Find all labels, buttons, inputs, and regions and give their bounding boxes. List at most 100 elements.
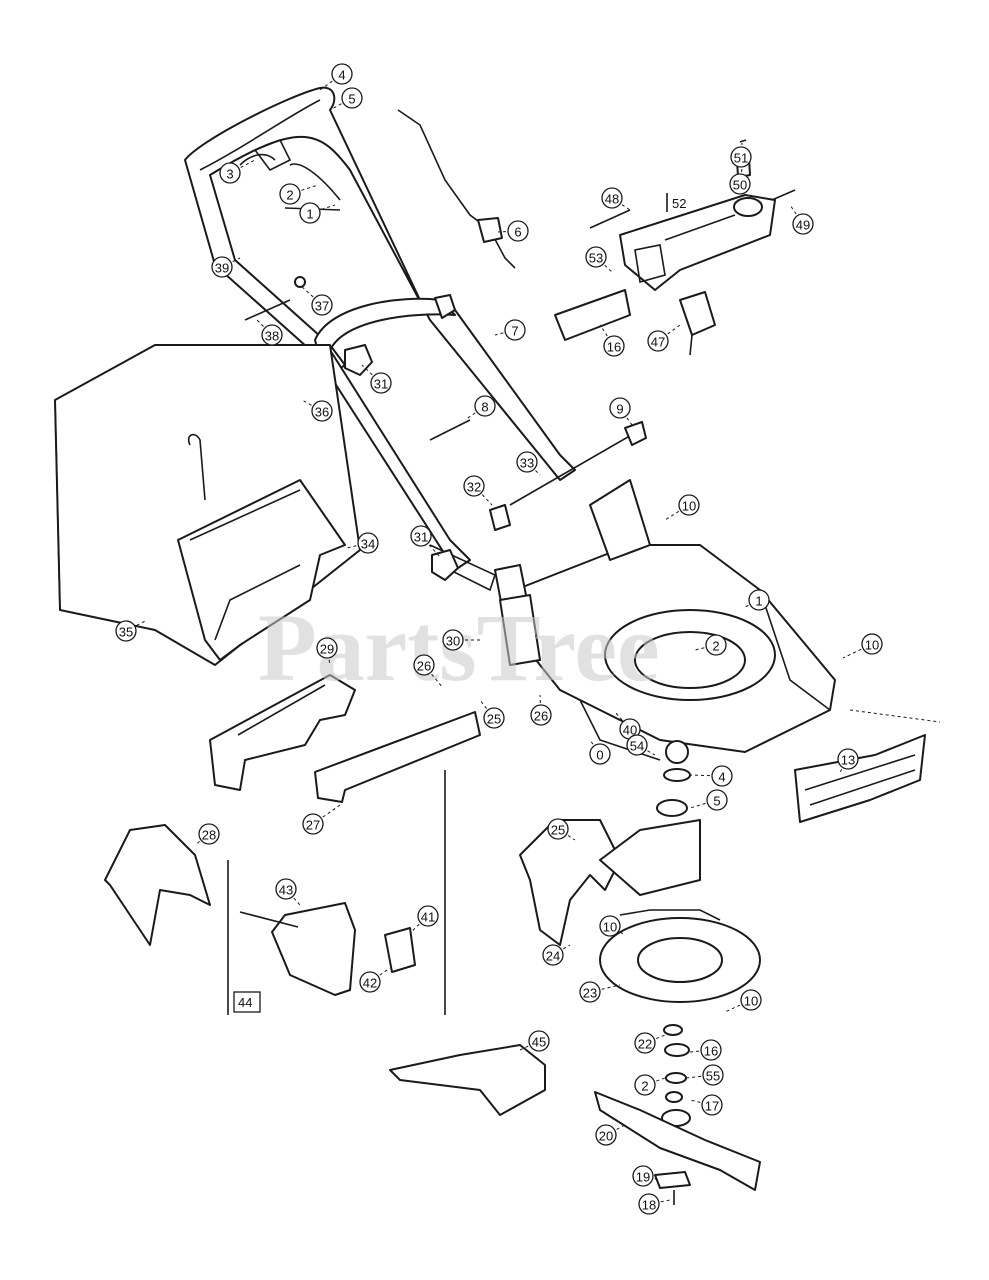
boxed-label: 44 bbox=[233, 991, 261, 1013]
callout-label: 54 bbox=[630, 739, 644, 754]
callout: 40 bbox=[614, 711, 641, 740]
callout: 10 bbox=[664, 494, 700, 521]
callout: 32 bbox=[463, 475, 493, 506]
callout-ring bbox=[632, 1165, 654, 1187]
callout: 30 bbox=[442, 629, 480, 651]
callout-label: 2 bbox=[286, 188, 293, 203]
callout-label: 38 bbox=[265, 329, 279, 344]
callout-ring bbox=[837, 748, 859, 770]
callout-label: 45 bbox=[532, 1035, 546, 1050]
callout-label: 1 bbox=[306, 207, 313, 222]
callout-label: 0 bbox=[596, 748, 603, 763]
callout-ring bbox=[279, 183, 301, 205]
callout-label: 34 bbox=[361, 537, 375, 552]
callout: 4 bbox=[689, 765, 733, 787]
callout-label: 53 bbox=[589, 251, 603, 266]
callout-ring bbox=[311, 400, 333, 422]
callout: 2 bbox=[279, 183, 319, 205]
callout-label: 10 bbox=[744, 994, 758, 1009]
callout-label: 9 bbox=[616, 402, 623, 417]
rear-flap bbox=[227, 770, 446, 1015]
callout-label: 4 bbox=[718, 770, 725, 785]
callout: 33 bbox=[516, 451, 541, 476]
callout-ring bbox=[474, 395, 496, 417]
callout: 43 bbox=[275, 878, 301, 906]
callout-ring bbox=[711, 765, 733, 787]
callout-leader bbox=[125, 619, 148, 632]
callout-leader bbox=[423, 664, 444, 689]
callout-ring bbox=[483, 707, 505, 729]
callout-label: 40 bbox=[623, 723, 637, 738]
callout: 36 bbox=[301, 399, 333, 422]
callout: 55 bbox=[685, 1064, 724, 1086]
callout-leader bbox=[329, 97, 353, 111]
callout: 8 bbox=[464, 395, 496, 421]
callout-label: 18 bbox=[642, 1198, 656, 1213]
callout-leader bbox=[614, 711, 631, 730]
callout: 2 bbox=[694, 634, 727, 656]
callout-ring bbox=[331, 63, 353, 85]
blade-hardware bbox=[661, 1024, 691, 1127]
callout-ring bbox=[634, 1032, 656, 1054]
callout-label: 2 bbox=[641, 1079, 648, 1094]
callout: 45 bbox=[519, 1030, 550, 1052]
boxed-label: 52 bbox=[666, 193, 686, 212]
callout: 19 bbox=[632, 1165, 661, 1187]
callout-ring bbox=[700, 1039, 722, 1061]
callout-ring bbox=[261, 324, 283, 346]
callout-label: 51 bbox=[734, 151, 748, 166]
callout-label: 43 bbox=[279, 883, 293, 898]
blade-adapter bbox=[654, 1171, 691, 1205]
callout-ring bbox=[507, 220, 529, 242]
callout-ring bbox=[729, 173, 751, 195]
rear-bracket bbox=[494, 564, 541, 666]
callout-label: 6 bbox=[514, 225, 521, 240]
callout-label: 37 bbox=[315, 299, 329, 314]
callout: 20 bbox=[595, 1124, 626, 1146]
callout: 28 bbox=[194, 823, 220, 846]
callout-ring bbox=[359, 971, 381, 993]
callout-leader bbox=[289, 184, 319, 195]
callout: 25 bbox=[479, 699, 505, 729]
control-cable bbox=[397, 109, 516, 269]
callout-leader bbox=[611, 197, 631, 211]
callout-ring bbox=[579, 981, 601, 1003]
callout-ring bbox=[275, 878, 297, 900]
callout-label: 28 bbox=[202, 828, 216, 843]
boxed-label-text: 52 bbox=[672, 196, 686, 211]
callout-ring bbox=[316, 637, 338, 659]
callout-ring bbox=[417, 905, 439, 927]
callout-label: 22 bbox=[638, 1037, 652, 1052]
callout-ring bbox=[701, 1094, 723, 1116]
callout-ring bbox=[705, 634, 727, 656]
callout: 49 bbox=[789, 204, 814, 235]
handle-knob bbox=[344, 294, 459, 581]
callout-ring bbox=[115, 620, 137, 642]
callout-leader bbox=[301, 399, 323, 412]
callout: 54 bbox=[626, 734, 656, 756]
callout: 0 bbox=[589, 739, 611, 765]
callout-ring bbox=[357, 532, 379, 554]
callout: 7 bbox=[494, 319, 526, 341]
callout: 34 bbox=[346, 532, 379, 554]
callout-ring bbox=[585, 246, 607, 268]
callout: 6 bbox=[497, 220, 529, 242]
callout: 38 bbox=[254, 317, 283, 346]
callout-ring bbox=[528, 1030, 550, 1052]
blade bbox=[594, 1091, 761, 1191]
callout-ring bbox=[601, 187, 623, 209]
callout-ring bbox=[302, 813, 324, 835]
callout-ring bbox=[341, 87, 363, 109]
callout: 42 bbox=[359, 967, 391, 993]
callout-label: 4 bbox=[338, 68, 345, 83]
callout-ring bbox=[730, 146, 752, 168]
callout-label: 20 bbox=[599, 1129, 613, 1144]
callout-label: 31 bbox=[374, 377, 388, 392]
callout-ring bbox=[589, 743, 611, 765]
callout-label: 13 bbox=[841, 753, 855, 768]
mulch-door bbox=[209, 674, 356, 791]
callout-leader bbox=[589, 984, 621, 993]
callout-label: 50 bbox=[733, 178, 747, 193]
